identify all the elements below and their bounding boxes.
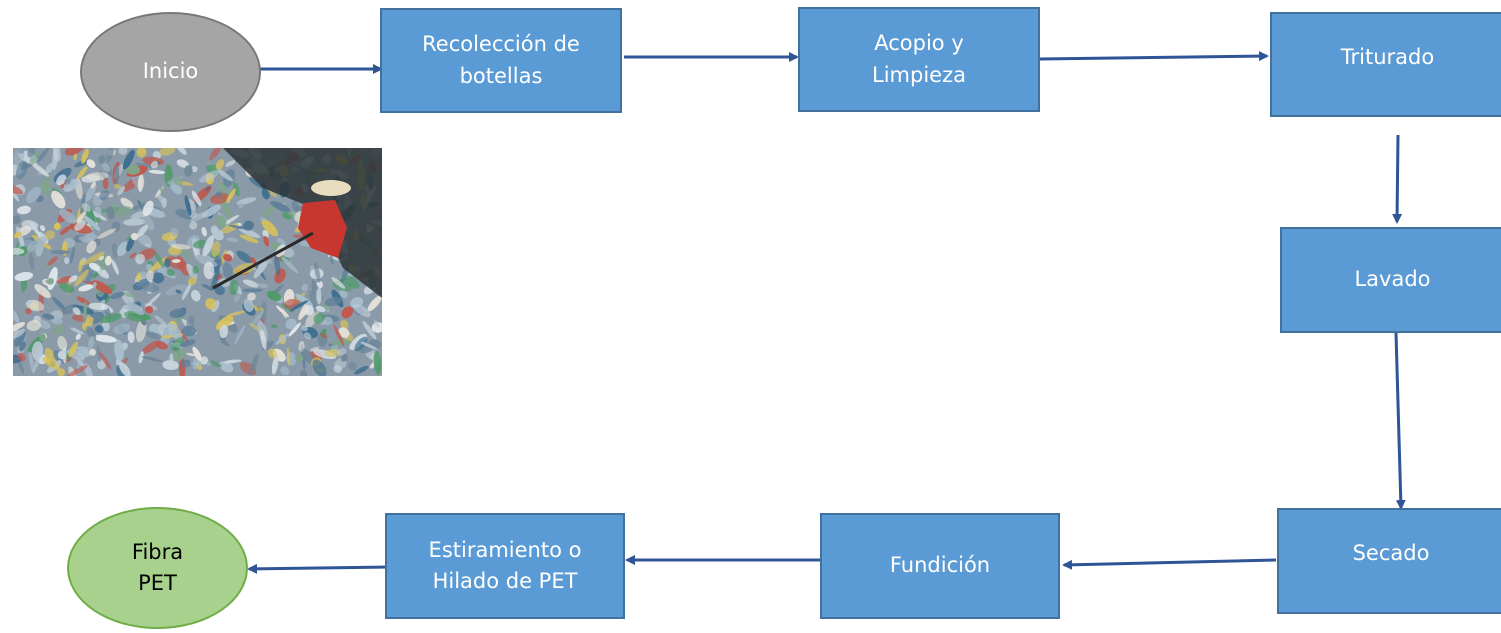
node-acopio: Acopio y Limpieza [798, 7, 1040, 112]
arrow-secado-fundicion [1062, 558, 1277, 570]
arrow-estiramiento-fibra [247, 563, 390, 574]
node-inicio: Inicio [80, 12, 261, 132]
node-triturado: Triturado [1270, 12, 1501, 117]
node-triturado-label: Triturado [1340, 45, 1435, 69]
node-acopio-label: Acopio y Limpieza [872, 31, 966, 87]
node-fundicion-label: Fundición [889, 553, 991, 578]
node-recoleccion: Recolección de botellas [380, 8, 622, 113]
node-lavado-label: Lavado [1354, 267, 1431, 292]
node-fundicion: Fundición [820, 513, 1060, 619]
node-estiramiento: Estiramiento o Hilado de PET [385, 513, 625, 619]
node-estiramiento-label: Estiramiento o Hilado de PET [428, 537, 582, 594]
node-recoleccion-label: Recolección de botellas [422, 32, 580, 88]
arrow-triturado-lavado [1392, 134, 1403, 224]
node-fibra-label: Fibra PET [131, 539, 184, 596]
node-secado: Secado [1277, 508, 1501, 614]
node-secado-label: Secado [1352, 541, 1430, 565]
node-fibra: Fibra PET [67, 507, 248, 629]
arrow-lavado-secado [1394, 332, 1406, 510]
node-lavado: Lavado [1280, 227, 1501, 333]
node-inicio-label: Inicio [142, 59, 199, 84]
arrow-acopio-triturado [1039, 51, 1269, 62]
photo-graphic [13, 148, 382, 376]
plastic-bottles-photo [13, 148, 382, 376]
